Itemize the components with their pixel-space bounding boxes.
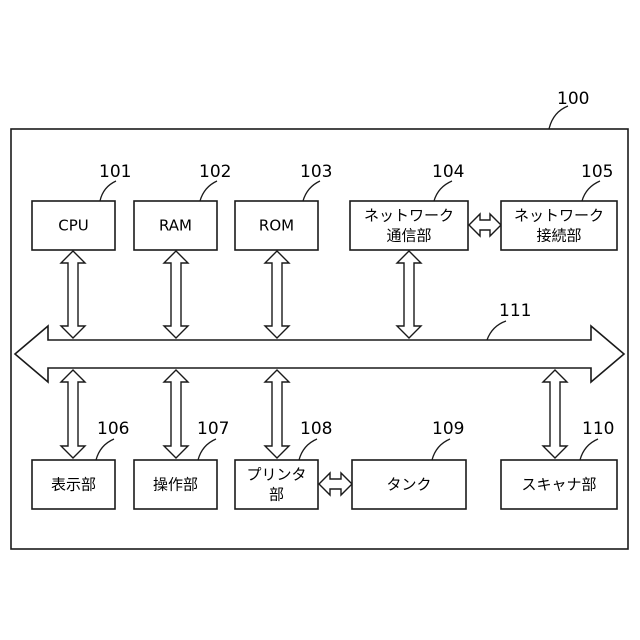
block-network-conn-leader-line	[582, 181, 600, 201]
block-printer-label: プリンタ	[246, 466, 306, 484]
connector-bus-printer	[265, 370, 289, 458]
block-rom-leader-line	[303, 181, 320, 201]
block-cpu-leader-line	[100, 181, 116, 201]
block-ram-label: RAM	[159, 217, 192, 235]
block-display-label: 表示部	[51, 476, 96, 494]
connector-printer-tank	[319, 473, 352, 495]
block-operation-label: 操作部	[153, 476, 198, 494]
block-scanner-leader-line	[580, 439, 598, 460]
block-printer-label: 部	[269, 486, 284, 504]
block-operation: 操作部 107	[134, 419, 229, 509]
connector-cpu-bus	[61, 251, 85, 338]
block-network-conn-label: 接続部	[536, 227, 581, 245]
block-rom-label: ROM	[259, 217, 294, 235]
system-ref-label: 100	[557, 89, 589, 109]
block-cpu-ref-label: 101	[99, 162, 131, 182]
system-bus-arrow	[15, 326, 624, 382]
connector-bus-display	[61, 370, 85, 458]
block-cpu: CPU 101	[32, 162, 131, 250]
block-rom: ROM 103	[235, 162, 332, 250]
block-printer-leader-line	[299, 439, 317, 460]
block-tank-label: タンク	[386, 476, 431, 494]
connector-ram-bus	[164, 251, 188, 338]
block-network-comm-ref-label: 104	[432, 162, 464, 182]
connector-network-comm-bus	[397, 251, 421, 338]
blocks-layer: CPU101RAM102ROM103ネットワーク通信部104ネットワーク接続部1…	[32, 162, 617, 509]
block-network-conn-label: ネットワーク	[514, 207, 604, 225]
block-scanner-ref-label: 110	[582, 419, 614, 439]
block-ram-leader-line	[200, 181, 217, 201]
connector-bus-operation	[164, 370, 188, 458]
block-network-comm-label: ネットワーク	[364, 207, 454, 225]
block-network-conn: ネットワーク接続部 105	[501, 162, 617, 250]
block-display-leader-line	[96, 439, 114, 460]
block-operation-leader-line	[198, 439, 216, 460]
block-rom-ref-label: 103	[300, 162, 332, 182]
block-printer-ref-label: 108	[300, 419, 332, 439]
bus-leader-line	[487, 321, 506, 340]
bus-ref-label: 111	[499, 301, 531, 321]
block-tank: タンク 109	[352, 419, 466, 509]
block-tank-leader-line	[432, 439, 450, 460]
block-ram-ref-label: 102	[199, 162, 231, 182]
block-network-comm-label: 通信部	[386, 227, 431, 245]
system-leader-line	[549, 106, 568, 129]
block-display-ref-label: 106	[97, 419, 129, 439]
block-ram: RAM 102	[134, 162, 231, 250]
connector-rom-bus	[265, 251, 289, 338]
block-network-comm: ネットワーク通信部 104	[350, 162, 468, 250]
block-cpu-label: CPU	[58, 217, 89, 235]
block-display: 表示部 106	[32, 419, 129, 509]
block-tank-ref-label: 109	[432, 419, 464, 439]
block-scanner-label: スキャナ部	[521, 476, 596, 494]
block-operation-ref-label: 107	[197, 419, 229, 439]
block-printer: プリンタ部 108	[235, 419, 332, 509]
connector-bus-scanner	[543, 370, 567, 458]
block-network-comm-leader-line	[434, 181, 452, 201]
connector-network-comm-conn	[469, 214, 501, 236]
block-network-conn-ref-label: 105	[581, 162, 613, 182]
